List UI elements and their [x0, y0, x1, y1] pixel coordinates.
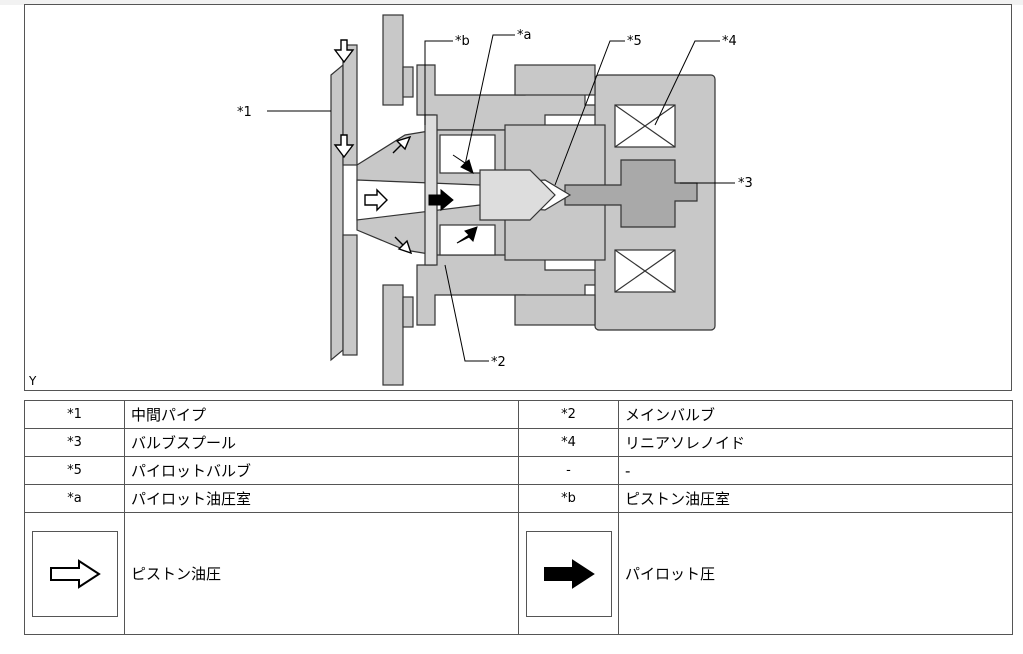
- valve-spool: [564, 159, 698, 228]
- table-row: *1 中間パイプ *2 メインバルブ: [24, 400, 1013, 429]
- legend-text: ピストン油圧: [124, 512, 519, 635]
- legend-code: *5: [24, 456, 125, 485]
- legend-text: パイロットバルブ: [124, 456, 519, 485]
- solid-arrow-icon: [543, 558, 595, 589]
- figure-corner-label: Y: [29, 374, 37, 388]
- legend-text: メインバルブ: [618, 400, 1013, 429]
- table-row: *5 パイロットバルブ - -: [24, 456, 1013, 485]
- legend-text: パイロット油圧室: [124, 484, 519, 513]
- solid-arrow-cell: [518, 512, 619, 635]
- table-row: *a パイロット油圧室 *b ピストン油圧室: [24, 484, 1013, 513]
- callout-5: *5: [627, 34, 642, 49]
- callout-b: *b: [455, 34, 470, 49]
- hollow-arrow-cell: [24, 512, 125, 635]
- solid-arrow-swatch: [525, 530, 612, 617]
- cropped-heading-strip: [0, 0, 1023, 5]
- callout-3: *3: [738, 176, 753, 191]
- legend-code: *2: [518, 400, 619, 429]
- piston-pressure-arrow: [364, 188, 388, 212]
- legend-table: *1 中間パイプ *2 メインバルブ *3 バルブスプール *4 リニアソレノイ…: [24, 400, 1013, 635]
- lower-mount: [382, 284, 404, 386]
- legend-code: *3: [24, 428, 125, 457]
- table-row: ピストン油圧 パイロット圧: [24, 512, 1013, 635]
- legend-text: バルブスプール: [124, 428, 519, 457]
- callout-1: *1: [237, 105, 252, 120]
- legend-code: -: [518, 456, 619, 485]
- legend-code: *b: [518, 484, 619, 513]
- legend-text: パイロット圧: [618, 512, 1013, 635]
- intermediate-pipe-flange: [330, 63, 344, 362]
- main-valve-plate: [424, 114, 438, 266]
- hollow-arrow-swatch: [31, 530, 118, 617]
- upper-mount: [382, 14, 404, 106]
- hollow-arrow-icon: [49, 558, 101, 589]
- legend-text: 中間パイプ: [124, 400, 519, 429]
- pilot-pressure-arrow: [428, 188, 454, 212]
- callout-4: *4: [722, 34, 737, 49]
- legend-text: リニアソレノイド: [618, 428, 1013, 457]
- legend-code: *a: [24, 484, 125, 513]
- legend-code: *4: [518, 428, 619, 457]
- legend-text: ピストン油圧室: [618, 484, 1013, 513]
- valve-diagram: *1 *b *a *5 *4 *3 *2: [237, 14, 753, 386]
- table-row: *3 バルブスプール *4 リニアソレノイド: [24, 428, 1013, 457]
- valve-cross-section-figure: *1 *b *a *5 *4 *3 *2 Y: [24, 4, 1012, 391]
- callout-2: *2: [491, 355, 506, 370]
- callout-a: *a: [517, 28, 531, 43]
- legend-text: -: [618, 456, 1013, 485]
- pipe-wall-lower: [342, 234, 358, 356]
- legend-code: *1: [24, 400, 125, 429]
